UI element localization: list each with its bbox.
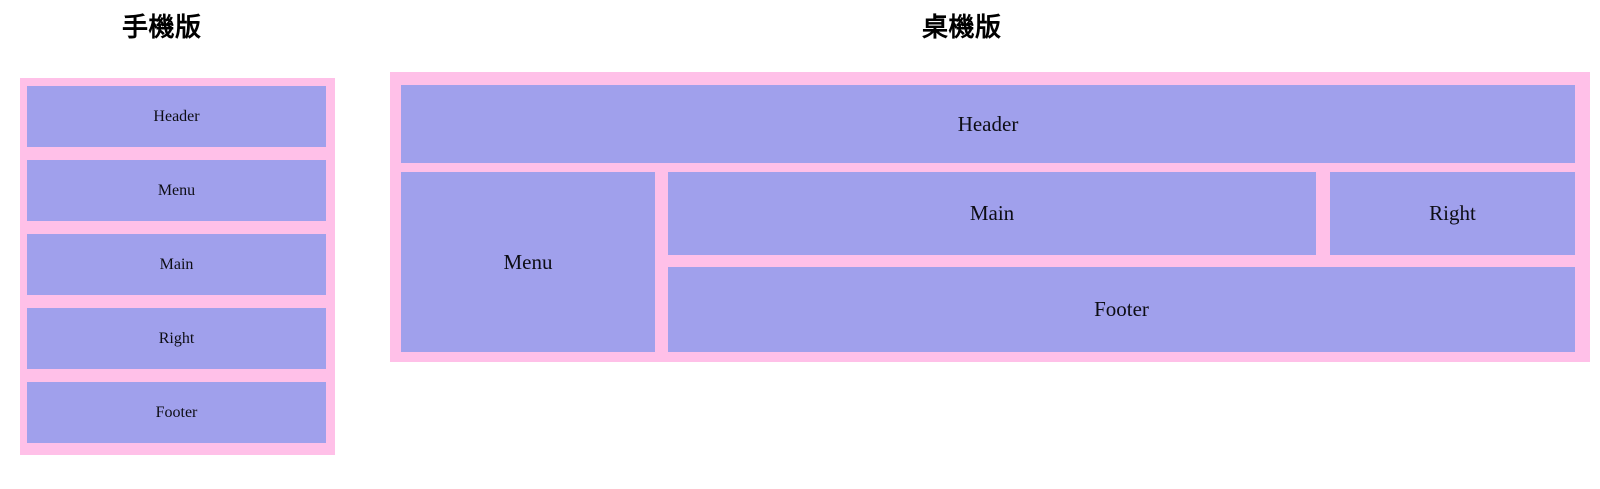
desktop-block-header: Header <box>401 85 1575 163</box>
mobile-block-menu: Menu <box>27 160 326 221</box>
mobile-block-header: Header <box>27 86 326 147</box>
desktop-block-menu: Menu <box>401 172 655 352</box>
mobile-block-footer: Footer <box>27 382 326 443</box>
desktop-section-title: 桌機版 <box>922 12 1002 42</box>
desktop-block-main: Main <box>668 172 1316 255</box>
desktop-block-right: Right <box>1330 172 1575 255</box>
mobile-section-title: 手機版 <box>122 12 202 42</box>
mobile-block-right: Right <box>27 308 326 369</box>
mobile-block-main: Main <box>27 234 326 295</box>
desktop-block-footer: Footer <box>668 267 1575 352</box>
